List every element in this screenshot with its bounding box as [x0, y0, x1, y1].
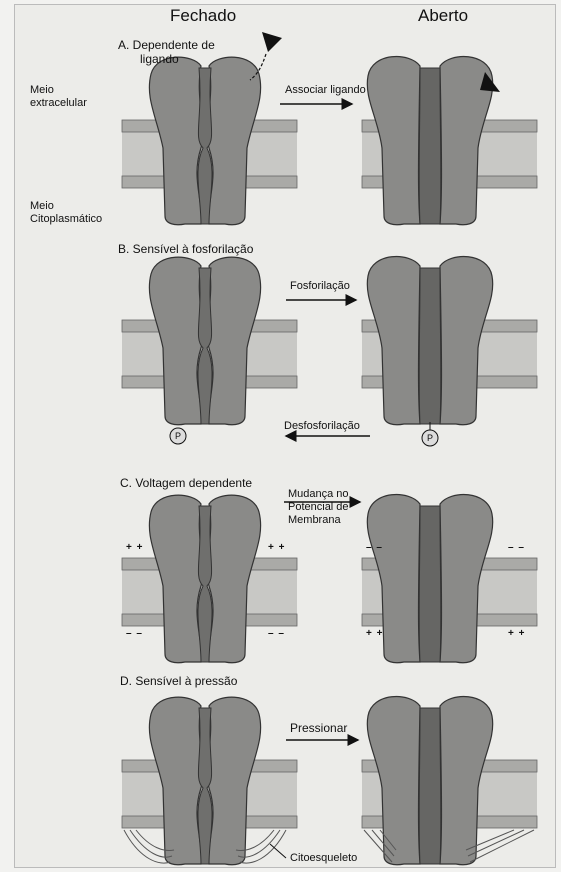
- ligand-icon: [262, 32, 282, 52]
- closed-top-left-charge: + +: [126, 542, 143, 553]
- closed-top-right-charge: + +: [268, 542, 285, 553]
- section-d-closed: [122, 697, 297, 865]
- header-open: Aberto: [418, 6, 468, 26]
- section-b-closed: [122, 257, 297, 425]
- cytoskeleton-pointer: [270, 844, 286, 858]
- section-a-open: [362, 57, 537, 225]
- cytoskeleton-label: Citoesqueleto: [290, 852, 357, 865]
- section-d-open: [362, 697, 537, 865]
- section-a-forward-label: Associar ligando: [285, 84, 366, 97]
- open-top-right-charge: – –: [508, 542, 525, 553]
- phosphate-open-label: P: [427, 432, 433, 445]
- closed-bottom-right-charge: – –: [268, 628, 285, 639]
- section-b-reverse-label: Desfosforilação: [284, 420, 360, 433]
- section-c-title: C. Voltagem dependente: [120, 476, 252, 490]
- section-b-open: [362, 257, 537, 425]
- section-b-forward-label: Fosforilação: [290, 280, 350, 293]
- section-d-title: D. Sensível à pressão: [120, 674, 237, 688]
- open-top-left-charge: – –: [366, 542, 383, 553]
- section-b-title: B. Sensível à fosforilação: [118, 242, 253, 256]
- section-d-forward-label: Pressionar: [290, 722, 347, 735]
- phosphate-closed-label: P: [175, 430, 181, 443]
- open-bottom-right-charge: + +: [508, 628, 525, 639]
- open-bottom-left-charge: + +: [366, 628, 383, 639]
- header-closed: Fechado: [170, 6, 236, 26]
- section-a-closed: [122, 57, 297, 225]
- closed-bottom-left-charge: – –: [126, 628, 143, 639]
- section-a-title: A. Dependente de ligando: [118, 38, 215, 66]
- section-c-forward-label: Mudança no Potencial de Membrana: [288, 488, 349, 527]
- extracellular-label: Meio extracelular: [30, 84, 87, 110]
- cytoplasmic-label: Meio Citoplasmático: [30, 200, 102, 226]
